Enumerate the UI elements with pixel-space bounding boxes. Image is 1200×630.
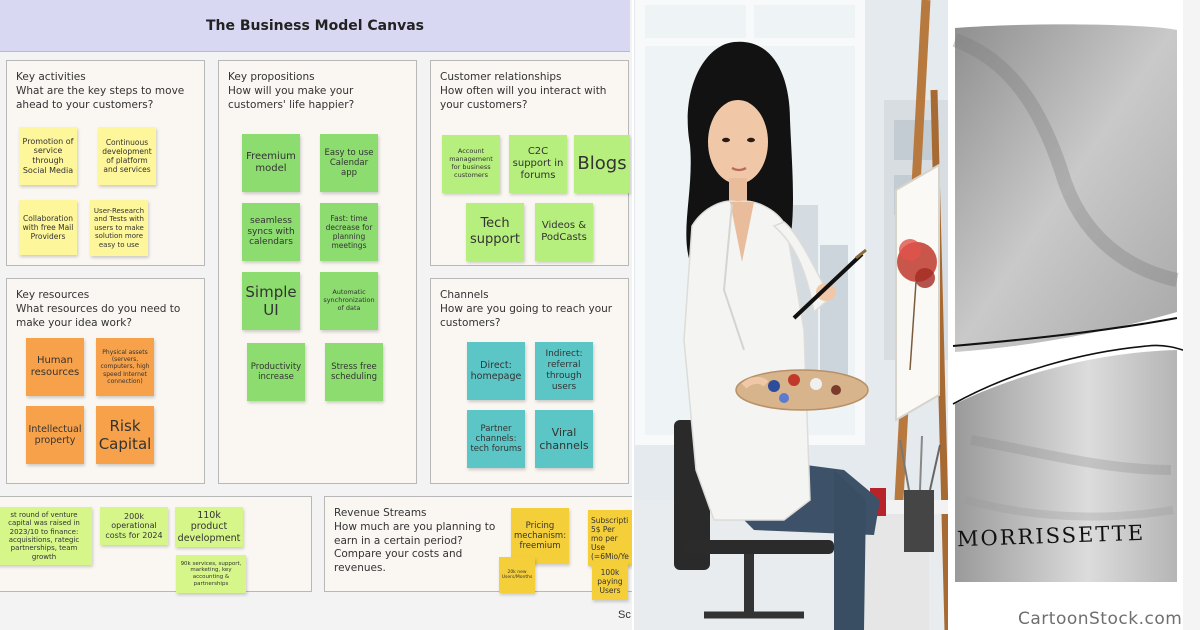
sticky-note: Promotion of service through Social Medi…	[19, 127, 77, 185]
sticky-note: Automatic synchronization of data	[320, 272, 378, 330]
painter-illustration	[634, 0, 948, 630]
section-title: Revenue Streams	[334, 507, 427, 519]
sticky-note: C2C support in forums	[509, 135, 567, 193]
section-question: How are you going to reach your customer…	[440, 303, 613, 329]
sticky-note: st round of venture capital was raised i…	[0, 507, 92, 565]
business-model-canvas: The Business Model Canvas Key activities…	[0, 0, 632, 630]
sticky-note: 90k services, support, marketing, key ac…	[176, 555, 246, 593]
section-revenue-streams: Revenue Streams How much are you plannin…	[324, 496, 632, 592]
section-title: Channels	[440, 289, 489, 301]
sticky-note: Risk Capital	[96, 406, 154, 464]
cartoon-illustration	[951, 0, 1200, 630]
sticky-note: Account management for business customer…	[442, 135, 500, 193]
section-channels: Channels How are you going to reach your…	[430, 278, 629, 484]
sticky-note: Tech support	[466, 203, 524, 261]
sticky-note: Physical assets (servers, computers, hig…	[96, 338, 154, 396]
sticky-note: Easy to use Calendar app	[320, 134, 378, 192]
sticky-note: Blogs	[574, 135, 630, 193]
sticky-note: Direct: homepage	[467, 342, 525, 400]
sticky-note: Videos & PodCasts	[535, 203, 593, 261]
sticky-note: Simple UI	[242, 272, 300, 330]
footer-fragment: Sc	[618, 609, 631, 621]
sticky-note: User-Research and Tests with users to ma…	[90, 200, 148, 256]
sticky-note: seamless syncs with calendars	[242, 203, 300, 261]
section-question: How will you make your customers' life h…	[228, 85, 355, 111]
sticky-note: 20k new Users/Months	[499, 557, 535, 593]
sticky-note: 100k paying Users	[592, 562, 628, 600]
cartoon-panel	[951, 0, 1200, 630]
canvas-title: The Business Model Canvas	[206, 17, 424, 34]
sticky-note: 110k product development	[175, 507, 243, 547]
sticky-note: Stress free scheduling	[325, 343, 383, 401]
sticky-note: Pricing mechanism: freemium	[511, 508, 569, 564]
sticky-note: Human resources	[26, 338, 84, 396]
cartoonstock-watermark: CartoonStock.com	[1018, 609, 1183, 629]
sticky-note: 200k operational costs for 2024	[100, 507, 168, 545]
section-question: How much are you planning to earn in a c…	[334, 521, 496, 574]
sticky-note: Collaboration with free Mail Providers	[19, 200, 77, 255]
sticky-note: Viral channels	[535, 410, 593, 468]
section-title: Key propositions	[228, 71, 315, 83]
section-question: What resources do you need to make your …	[16, 303, 181, 329]
painter-photo	[634, 0, 948, 630]
section-title: Key resources	[16, 289, 90, 301]
sticky-note: Indirect: referral through users	[535, 342, 593, 400]
sticky-note: Continuous development of platform and s…	[98, 127, 156, 185]
sticky-note: Productivity increase	[247, 343, 305, 401]
sticky-note: Freemium model	[242, 134, 300, 192]
sticky-note: Fast: time decrease for planning meeting…	[320, 203, 378, 261]
canvas-header: The Business Model Canvas	[0, 0, 630, 52]
sticky-note: Intellectual property	[26, 406, 84, 464]
section-title: Customer relationships	[440, 71, 562, 83]
sticky-note: Subscripti 5$ Per mo per Use (=6Mio/Ye	[588, 510, 632, 566]
section-question: How often will you interact with your cu…	[440, 85, 607, 111]
sticky-note: Partner channels: tech forums	[467, 410, 525, 468]
section-question: What are the key steps to move ahead to …	[16, 85, 185, 111]
section-title: Key activities	[16, 71, 86, 83]
